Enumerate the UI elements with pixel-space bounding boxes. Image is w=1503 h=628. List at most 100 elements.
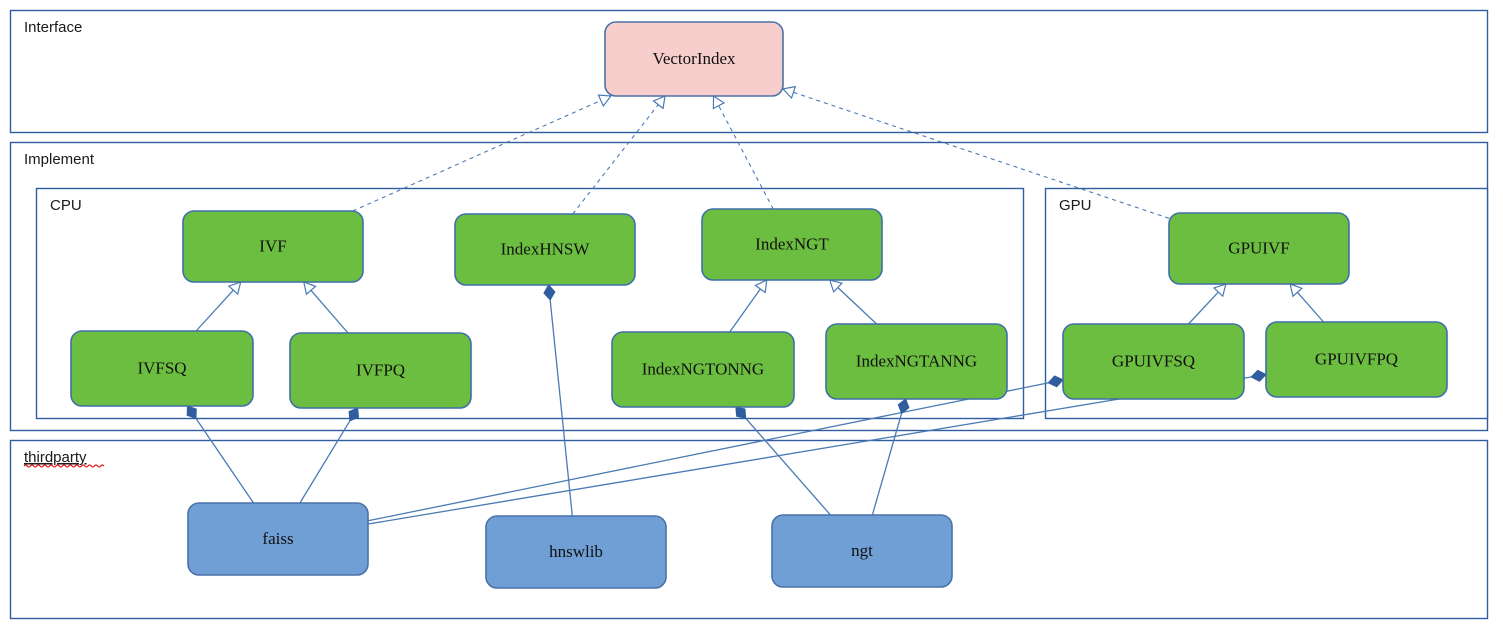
- node-ngt[interactable]: ngt: [771, 514, 953, 588]
- arrowhead-hollow-triangle: [1289, 283, 1304, 298]
- node-label-hnswlib: hnswlib: [549, 542, 603, 561]
- edge-layer: [186, 85, 1325, 525]
- spellcheck-underline-thirdparty: [23, 464, 105, 468]
- container-label-cpu: CPU: [50, 197, 82, 214]
- arrowhead-hollow-triangle: [597, 94, 613, 108]
- container-label-interface: Interface: [24, 19, 82, 36]
- node-indexngtonng[interactable]: IndexNGTONNG: [611, 331, 795, 408]
- node-hnswlib[interactable]: hnswlib: [485, 515, 667, 589]
- node-ivfsq[interactable]: IVFSQ: [70, 330, 254, 407]
- node-box-ivfpq[interactable]: [289, 332, 472, 409]
- arrowhead-hollow-triangle: [1212, 283, 1227, 298]
- node-gpuivfsq[interactable]: GPUIVFSQ: [1062, 323, 1245, 400]
- edge-ivf-to-vectorindex: [352, 94, 613, 212]
- edge-line-realization: [793, 91, 1170, 219]
- edge-line-generalization: [1188, 291, 1219, 325]
- edge-gpuivfpq-to-gpuivf: [1289, 283, 1325, 323]
- arrowhead-filled-diamond: [1047, 375, 1064, 388]
- edge-gpuivfsq-to-gpuivf: [1188, 283, 1227, 325]
- node-box-indexngtanng[interactable]: [825, 323, 1008, 400]
- edge-indexhnsw-to-vectorindex: [572, 95, 666, 215]
- node-gpuivf[interactable]: GPUIVF: [1168, 212, 1350, 285]
- edge-line-generalization: [837, 287, 878, 325]
- node-box-vectorindex[interactable]: [604, 21, 784, 97]
- arrowhead-hollow-triangle: [754, 278, 768, 294]
- edge-line-composition: [367, 382, 1049, 522]
- edge-line-realization: [718, 105, 774, 210]
- arrowhead-hollow-triangle: [227, 281, 242, 296]
- edge-faiss-to-gpuivfpq: [367, 369, 1267, 525]
- arrowhead-filled-diamond: [186, 405, 197, 420]
- arrowhead-hollow-triangle: [652, 95, 666, 110]
- edge-ngt-to-indexngtanng: [871, 398, 910, 516]
- node-gpuivfpq[interactable]: GPUIVFPQ: [1265, 321, 1448, 398]
- node-box-indexngt[interactable]: [701, 208, 883, 281]
- edge-ngt-to-indexngtonng: [735, 406, 831, 516]
- arrowhead-filled-diamond: [897, 398, 910, 415]
- edge-hnswlib-to-indexhnsw: [543, 284, 573, 517]
- node-box-ivf[interactable]: [182, 210, 364, 283]
- arrowhead-hollow-triangle: [712, 94, 726, 110]
- node-label-ngt: ngt: [851, 541, 873, 560]
- edge-faiss-to-ivfpq: [299, 407, 360, 504]
- node-label-gpuivf: GPUIVF: [1228, 238, 1289, 257]
- arrowhead-filled-diamond: [1250, 369, 1267, 382]
- edge-gpuivf-to-vectorindex: [781, 85, 1170, 219]
- node-box-indexhnsw[interactable]: [454, 213, 636, 286]
- node-faiss[interactable]: faiss: [187, 502, 369, 576]
- node-box-ivfsq[interactable]: [70, 330, 254, 407]
- edge-indexngtanng-to-indexngt: [828, 279, 878, 325]
- node-label-ivfpq: IVFPQ: [356, 360, 405, 379]
- node-label-ivfsq: IVFSQ: [137, 358, 186, 377]
- edge-line-composition: [367, 376, 1252, 525]
- edge-line-realization: [572, 104, 659, 215]
- container-label-thirdparty: thirdparty: [24, 449, 87, 466]
- node-label-gpuivfsq: GPUIVFSQ: [1112, 351, 1195, 370]
- node-ivfpq[interactable]: IVFPQ: [289, 332, 472, 409]
- node-box-ngt[interactable]: [771, 514, 953, 588]
- node-indexhnsw[interactable]: IndexHNSW: [454, 213, 636, 286]
- edge-line-composition: [745, 417, 831, 516]
- node-label-indexngtonng: IndexNGTONNG: [642, 359, 764, 378]
- edge-line-composition: [871, 413, 903, 516]
- arrowhead-hollow-triangle: [828, 279, 844, 294]
- arrowhead-filled-diamond: [543, 284, 556, 301]
- edge-line-generalization: [195, 289, 234, 332]
- edge-line-generalization: [310, 289, 349, 334]
- node-box-gpuivfsq[interactable]: [1062, 323, 1245, 400]
- edge-line-composition: [549, 299, 573, 517]
- node-box-gpuivfpq[interactable]: [1265, 321, 1448, 398]
- edge-line-composition: [299, 420, 351, 504]
- node-label-gpuivfpq: GPUIVFPQ: [1315, 349, 1398, 368]
- edge-ivfpq-to-ivf: [302, 281, 349, 334]
- container-label-implement: Implement: [24, 151, 95, 168]
- edge-line-generalization: [1296, 291, 1325, 323]
- container-label-gpu: GPU: [1059, 197, 1092, 214]
- node-indexngt[interactable]: IndexNGT: [701, 208, 883, 281]
- node-box-indexngtonng[interactable]: [611, 331, 795, 408]
- edge-faiss-to-ivfsq: [186, 405, 255, 504]
- node-box-faiss[interactable]: [187, 502, 369, 576]
- node-label-ivf: IVF: [259, 236, 286, 255]
- node-label-faiss: faiss: [262, 529, 293, 548]
- arrowhead-filled-diamond: [735, 406, 747, 419]
- node-vectorindex[interactable]: VectorIndex: [604, 21, 784, 97]
- node-ivf[interactable]: IVF: [182, 210, 364, 283]
- arrowhead-hollow-triangle: [781, 85, 797, 100]
- edge-line-realization: [352, 99, 602, 212]
- edge-line-generalization: [729, 288, 761, 333]
- edge-ivfsq-to-ivf: [195, 281, 242, 332]
- node-label-indexngtanng: IndexNGTANNG: [856, 351, 977, 370]
- arrowhead-filled-diamond: [348, 407, 360, 422]
- edge-indexngtonng-to-indexngt: [729, 278, 768, 333]
- node-box-gpuivf[interactable]: [1168, 212, 1350, 285]
- node-indexngtanng[interactable]: IndexNGTANNG: [825, 323, 1008, 400]
- node-label-indexhnsw: IndexHNSW: [501, 239, 591, 258]
- node-label-vectorindex: VectorIndex: [652, 49, 736, 68]
- edge-indexngt-to-vectorindex: [712, 94, 774, 210]
- arrowhead-hollow-triangle: [302, 281, 317, 296]
- node-box-hnswlib[interactable]: [485, 515, 667, 589]
